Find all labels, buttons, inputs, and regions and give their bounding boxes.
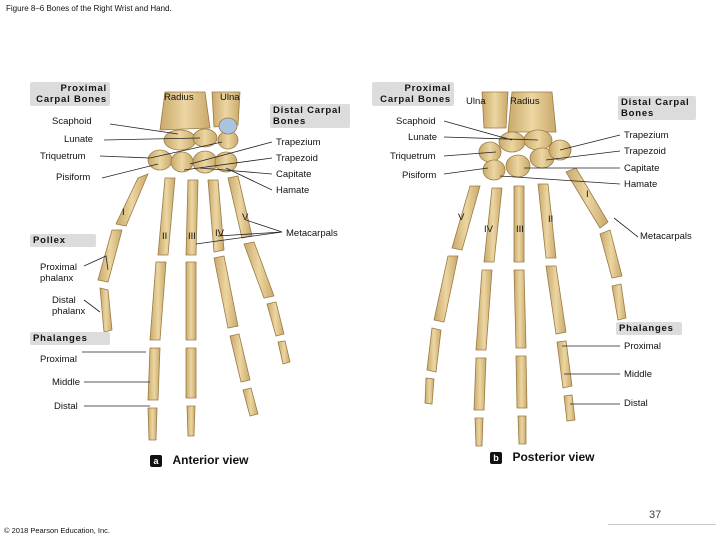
posterior-numeral-iv: IV (484, 224, 493, 235)
pollex-header: Pollex (30, 234, 96, 247)
anterior-middle-label: Middle (52, 377, 80, 388)
posterior-hand-drawing (424, 91, 627, 447)
posterior-numeral-ii: II (548, 214, 554, 225)
posterior-middle-label: Middle (624, 369, 652, 380)
posterior-view-label: Posterior view (512, 450, 595, 464)
posterior-triquetrum-label: Triquetrum (390, 151, 436, 162)
anterior-triquetrum-label: Triquetrum (40, 151, 86, 162)
anterior-numeral-i: I (122, 207, 125, 218)
posterior-distal-carpal-header: Distal Carpal Bones (618, 96, 696, 120)
posterior-capitate-label: Capitate (624, 163, 660, 174)
anterior-numeral-iii: III (188, 231, 196, 242)
anterior-proximal-phalanx-label: Proximal phalanx (40, 262, 77, 284)
anterior-hand-drawing (97, 91, 291, 441)
copyright-notice: © 2018 Pearson Education, Inc. (4, 526, 111, 535)
anterior-trapezoid-label: Trapezoid (276, 153, 318, 164)
posterior-lunate-label: Lunate (408, 132, 438, 143)
anterior-distal-phalanx-label: Distal phalanx (52, 295, 86, 317)
anterior-pisiform-label: Pisiform (56, 172, 91, 183)
posterior-numeral-iii: III (516, 224, 524, 235)
posterior-trapezium-label: Trapezium (624, 130, 669, 141)
anterior-lunate-label: Lunate (64, 134, 94, 145)
anterior-radius-label: Radius (164, 92, 194, 103)
anterior-capitate-label: Capitate (276, 169, 312, 180)
figure-title: Figure 8–6 Bones of the Right Wrist and … (6, 4, 172, 13)
posterior-pisiform-label: Pisiform (402, 170, 437, 181)
posterior-proximal-carpal-header: Proximal Carpal Bones (372, 82, 454, 106)
anterior-numeral-iv: IV (215, 228, 224, 239)
posterior-view-letter: b (490, 452, 502, 464)
page-number: 37 (649, 509, 662, 521)
anterior-phalanges-header: Phalanges (30, 332, 110, 345)
posterior-proximal-label: Proximal (624, 341, 661, 352)
posterior-phalanges-header: Phalanges (616, 322, 682, 335)
posterior-hamate-label: Hamate (624, 179, 658, 190)
anterior-trapezium-label: Trapezium (276, 137, 321, 148)
anterior-hamate-label: Hamate (276, 185, 310, 196)
posterior-view-caption: b Posterior view (490, 448, 594, 466)
anterior-scaphoid-label: Scaphoid (52, 116, 92, 127)
posterior-scaphoid-label: Scaphoid (396, 116, 436, 127)
posterior-metacarpals-label: Metacarpals (640, 231, 692, 242)
anterior-metacarpals-label: Metacarpals (286, 228, 338, 239)
posterior-radius-label: Radius (510, 96, 540, 107)
page-number-rule (608, 524, 716, 525)
anterior-numeral-ii: II (162, 231, 168, 242)
anterior-view-label: Anterior view (172, 453, 249, 467)
posterior-numeral-v: V (458, 212, 465, 223)
anterior-proximal-carpal-header: Proximal Carpal Bones (30, 82, 110, 106)
posterior-ulna-label: Ulna (466, 96, 486, 107)
posterior-numeral-i: I (586, 189, 589, 200)
leader-lines (82, 120, 639, 407)
anterior-distal-label: Distal (54, 401, 78, 412)
posterior-trapezoid-label: Trapezoid (624, 146, 666, 157)
anterior-ulna-label: Ulna (220, 92, 240, 103)
anterior-numeral-v: V (242, 212, 249, 223)
anterior-view-letter: a (150, 455, 162, 467)
posterior-distal-label: Distal (624, 398, 648, 409)
anterior-view-caption: a Anterior view (150, 451, 248, 469)
anterior-distal-carpal-header: Distal Carpal Bones (270, 104, 350, 128)
anterior-proximal-label: Proximal (40, 354, 77, 365)
